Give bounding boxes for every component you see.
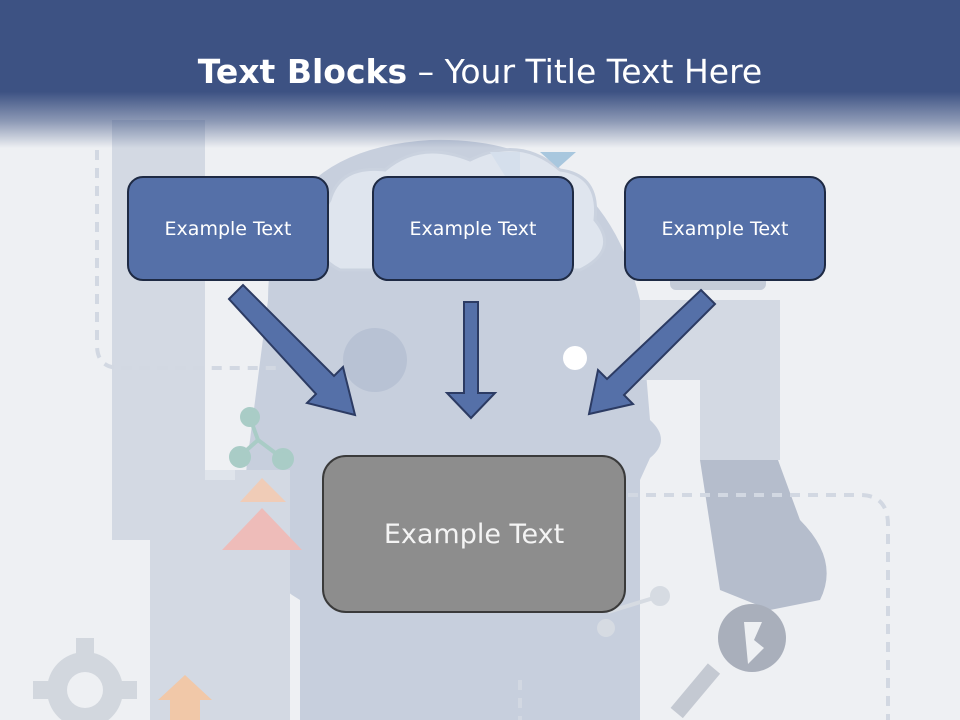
- text-block-center-label: Example Text: [409, 217, 537, 240]
- text-block-result: Example Text: [322, 455, 626, 613]
- text-block-center: Example Text: [372, 176, 574, 281]
- molecule-icon: [229, 407, 294, 470]
- wrench-icon: [670, 604, 786, 719]
- eye-dot: [563, 346, 587, 370]
- arrow-down: [444, 301, 498, 420]
- up-arrow-icon: [158, 675, 212, 720]
- dashed-path: [628, 493, 890, 720]
- slide-title: Text Blocks – Your Title Text Here: [0, 52, 960, 91]
- text-block-result-label: Example Text: [383, 518, 565, 550]
- title-bold: Text Blocks: [197, 52, 408, 91]
- arrow-down-left: [587, 288, 717, 416]
- dropdown-triangle-icon: [540, 152, 576, 168]
- triangle-icon: [222, 508, 302, 550]
- title-rest: – Your Title Text Here: [407, 52, 763, 91]
- gear-icon: [33, 638, 137, 720]
- text-block-left-label: Example Text: [164, 217, 292, 240]
- triangle-icon: [240, 478, 286, 502]
- text-block-left: Example Text: [127, 176, 329, 281]
- panel-shape: [205, 470, 235, 480]
- title-banner: [0, 0, 960, 148]
- text-block-right: Example Text: [624, 176, 826, 281]
- text-block-right-label: Example Text: [661, 217, 789, 240]
- ear-shape: [343, 328, 407, 392]
- connector-icon: [597, 586, 670, 637]
- hand-shape: [700, 460, 827, 610]
- arrow-down-right: [227, 283, 357, 417]
